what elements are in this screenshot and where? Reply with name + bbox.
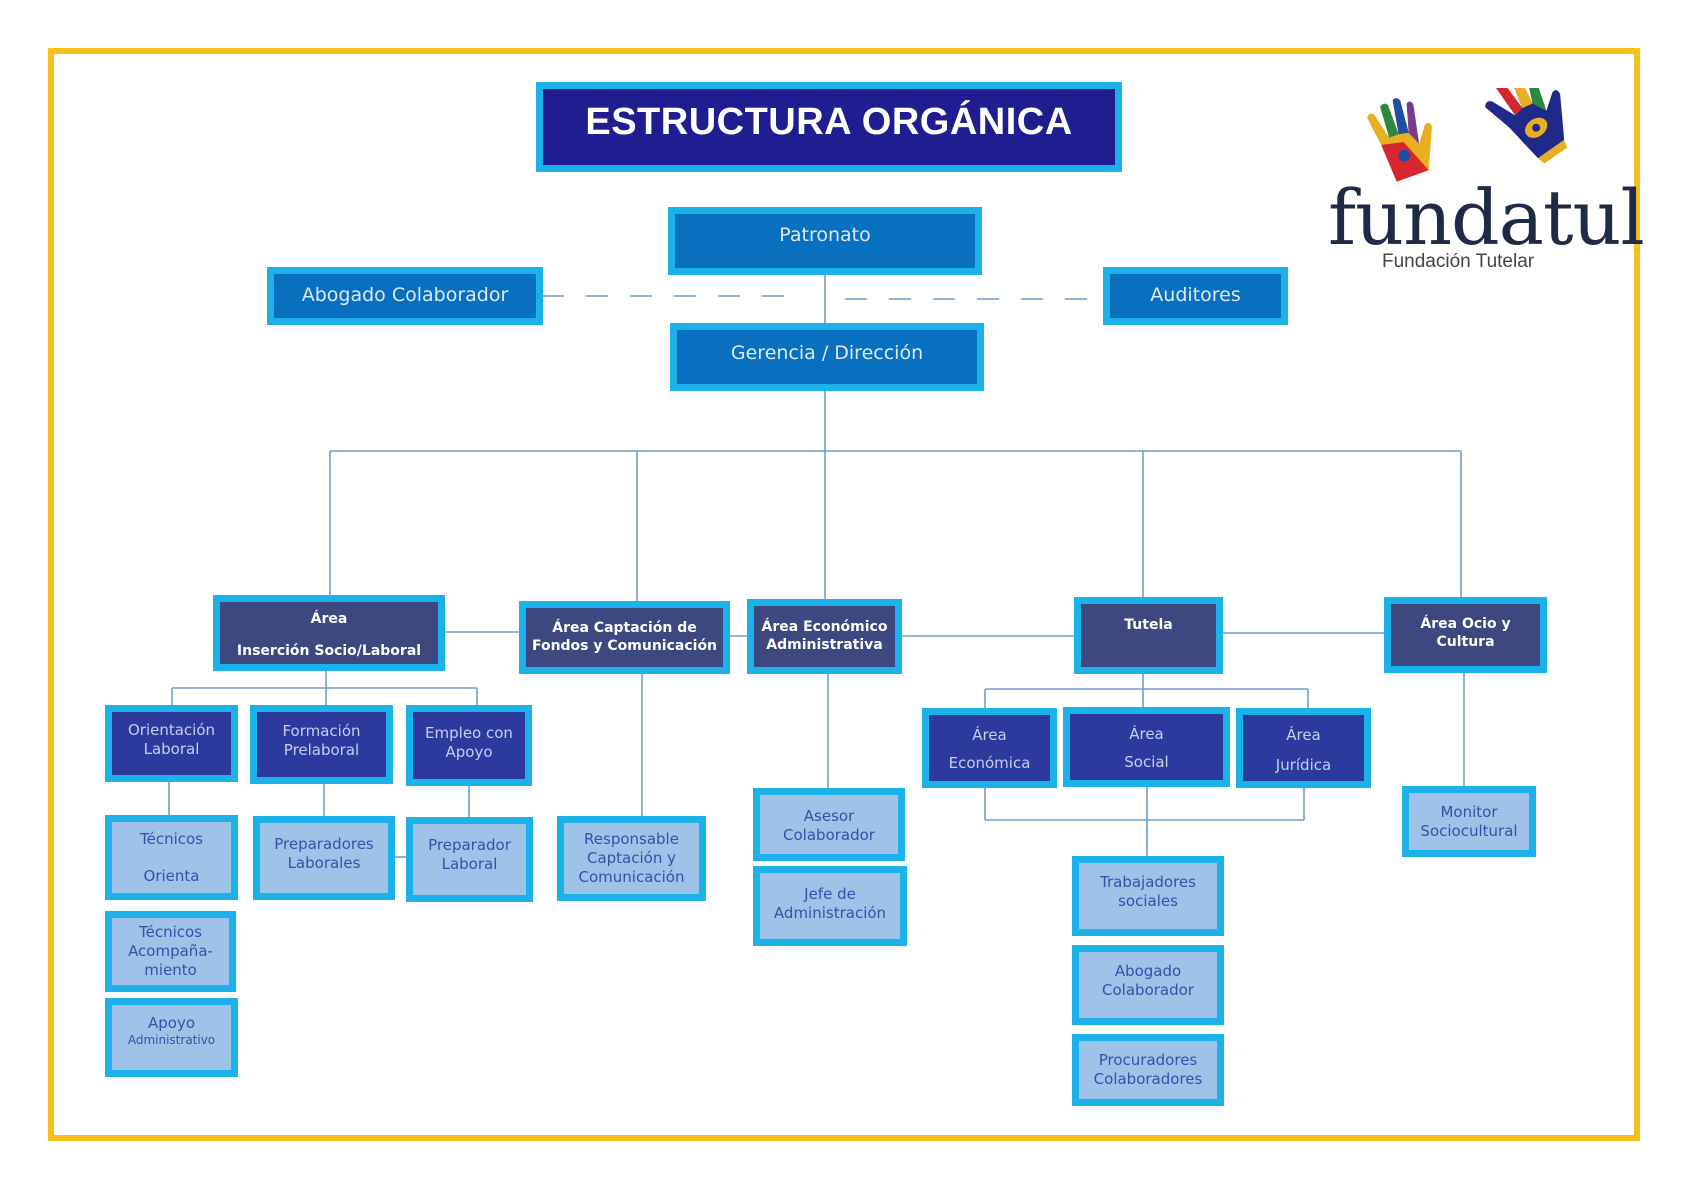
area-captacion[interactable]: Área Captación de Fondos y Comunicación	[519, 601, 730, 674]
node-asesor-colaborador[interactable]: Asesor Colaborador	[753, 788, 905, 861]
logo-wordmark: fundatul	[1328, 173, 1645, 262]
node-tecnicos-orienta[interactable]: Técnicos Orienta	[105, 815, 238, 900]
node-formacion-prelaboral[interactable]: Formación Prelaboral	[250, 705, 393, 784]
node-area-social[interactable]: Área Social	[1063, 707, 1230, 787]
node-jefe-administracion[interactable]: Jefe de Administración	[753, 866, 907, 946]
node-area-juridica[interactable]: Área Jurídica	[1236, 708, 1371, 788]
node-preparador-laboral[interactable]: Preparador Laboral	[406, 817, 533, 902]
area-insercion[interactable]: Área Inserción Socio/Laboral	[213, 595, 445, 671]
node-apoyo-administrativo[interactable]: Apoyo Administrativo	[105, 998, 238, 1077]
node-tecnicos-acompanamiento[interactable]: Técnicos Acompaña- miento	[105, 911, 236, 992]
page-frame	[48, 48, 1640, 1141]
logo-subtitle: Fundación Tutelar	[1382, 251, 1535, 272]
node-empleo-con-apoyo[interactable]: Empleo con Apoyo	[406, 705, 532, 786]
node-auditores[interactable]: Auditores	[1103, 267, 1288, 325]
node-orientacion-laboral[interactable]: Orientación Laboral	[105, 705, 238, 782]
node-procuradores-colaboradores[interactable]: Procuradores Colaboradores	[1072, 1034, 1224, 1106]
area-economico[interactable]: Área Económico Administrativa	[747, 599, 902, 674]
page-title: ESTRUCTURA ORGÁNICA	[536, 82, 1122, 172]
area-tutela[interactable]: Tutela	[1074, 597, 1223, 674]
node-area-economica[interactable]: Área Económica	[922, 708, 1057, 788]
node-abogado-colaborador[interactable]: Abogado Colaborador	[267, 267, 543, 325]
node-abogado-colaborador-tutela[interactable]: Abogado Colaborador	[1072, 945, 1224, 1025]
area-ocio[interactable]: Área Ocio y Cultura	[1384, 597, 1547, 673]
node-trabajadores-sociales[interactable]: Trabajadores sociales	[1072, 856, 1224, 936]
node-monitor-sociocultural[interactable]: Monitor Sociocultural	[1402, 786, 1536, 857]
node-preparadores-laborales[interactable]: Preparadores Laborales	[253, 816, 395, 900]
node-responsable-captacion[interactable]: Responsable Captación y Comunicación	[557, 816, 706, 901]
fundatul-logo: fundatul Fundación Tutelar	[1320, 71, 1645, 278]
node-gerencia[interactable]: Gerencia / Dirección	[670, 323, 984, 391]
node-patronato[interactable]: Patronato	[668, 207, 982, 275]
